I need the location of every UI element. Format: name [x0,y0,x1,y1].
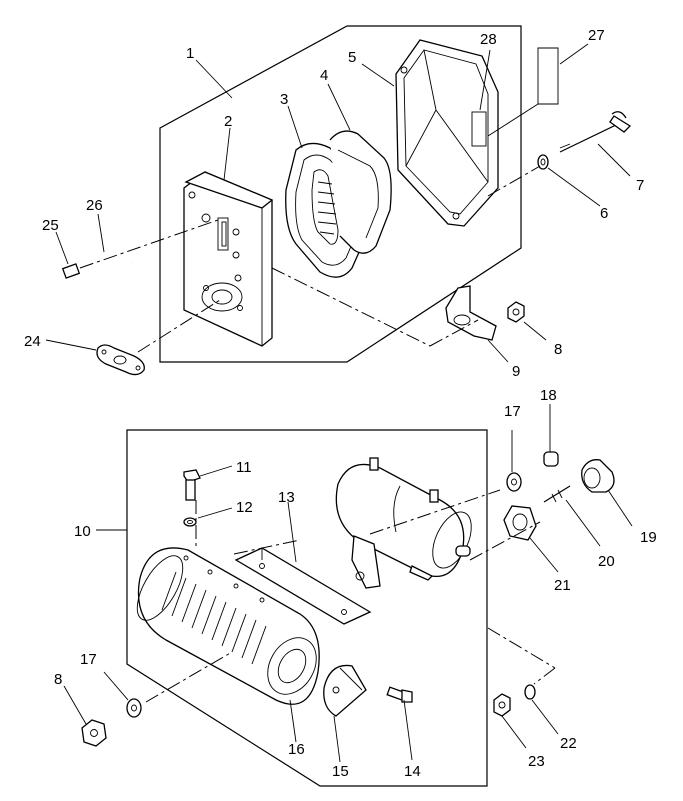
callout-23: 23 [528,753,545,770]
part-21-gasket [503,505,537,541]
callout-3: 3 [280,91,288,108]
lower-centerlines [145,489,556,703]
part-13-strap [234,547,372,625]
callout-21: 21 [554,577,571,594]
part-6-washer [537,154,549,170]
callout-8: 8 [554,341,562,358]
part-2-base-plate [183,171,274,347]
part-8-nut-lower [81,719,107,747]
callout-17: 17 [504,403,521,420]
callout-5: 5 [348,49,356,66]
callout-28: 28 [480,31,497,48]
air-cleaner-assembly-frame [159,25,522,363]
part-9-bracket [445,285,497,341]
part-8-nut-top [507,301,525,323]
callout-1: 1 [186,45,194,62]
callout-27: 27 [588,27,605,44]
callout-15: 15 [332,763,349,780]
part-17-washer-left [126,698,142,718]
callout-25: 25 [42,217,59,234]
upper-centerlines [79,165,541,353]
callout-20: 20 [598,553,615,570]
callout-18: 18 [540,387,557,404]
part-24-gasket [96,344,145,376]
callout-2: 2 [224,113,232,130]
callout-26: 26 [86,197,103,214]
part-23-nut [493,693,511,717]
callout-16: 16 [288,741,305,758]
part-7-wing-bolt [559,111,632,153]
callout-10: 10 [74,523,91,540]
part-20-stud [543,485,571,503]
callout-9: 9 [512,363,520,380]
callout-22: 22 [560,735,577,752]
part-19-deflector [581,459,615,493]
callout-24: 24 [24,333,41,350]
callout-13: 13 [278,489,295,506]
part-14-screw [386,686,413,703]
part-25-fitting [61,263,81,279]
callout-7: 7 [636,177,644,194]
callout-labels: 1 2 3 4 5 6 7 8 9 10 11 12 13 14 15 16 1… [24,27,657,780]
part-22-retainer [524,684,536,700]
callout-14: 14 [404,763,421,780]
callout-17b: 17 [80,651,97,668]
part-26-hose [94,255,134,269]
callout-19: 19 [640,529,657,546]
muffler-assembly-frame [126,429,488,787]
part-18-plug [543,451,559,467]
callout-4: 4 [320,67,328,84]
muffler-body [335,457,472,589]
callout-8b: 8 [54,671,62,688]
callout-11: 11 [236,459,252,476]
callout-6: 6 [600,205,608,222]
part-12-washer [183,517,197,527]
part-11-screw [183,469,201,501]
part-5-cover [395,39,499,227]
part-27-decal [487,47,559,137]
part-15-spark-arrester [323,664,367,717]
part-16-heat-shield [136,547,320,705]
callout-12: 12 [236,499,253,516]
part-17-washer-right [506,472,522,492]
part-4-filter-element [329,130,392,254]
